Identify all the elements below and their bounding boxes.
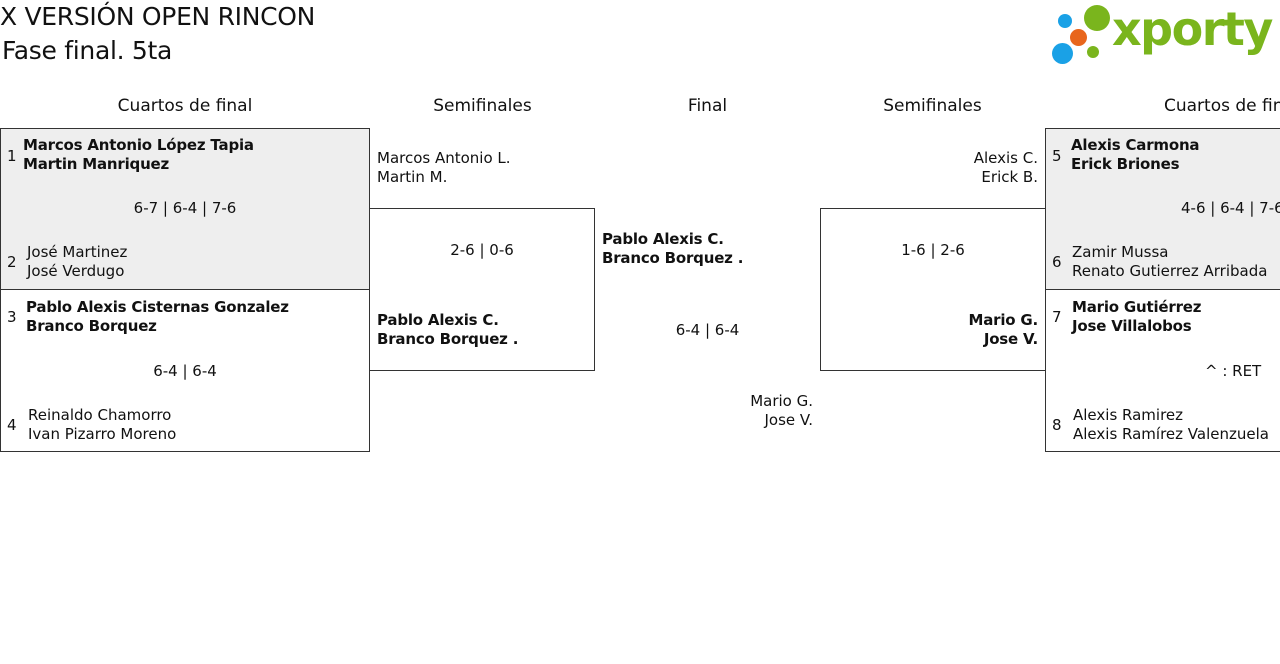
player-name: Martin Manriquez [23,155,170,173]
player-name: Alexis Ramirez [1073,406,1184,424]
quarterfinal-match-2: 3 Pablo Alexis Cisternas Gonzalez Branco… [0,289,370,452]
player-name: Erick B. [981,168,1038,186]
match-score: 2-6 | 0-6 [450,241,514,259]
player-name: Pablo Alexis C. [602,230,724,248]
round-label-left-quarters: Cuartos de final [117,96,253,116]
player-name: Renato Gutierrez Arribada [1072,262,1268,280]
round-label-final: Final [687,96,728,116]
seed-number: 2 [7,253,17,271]
player-name: José Verdugo [27,262,125,280]
semifinal-match-right: 1-6 | 2-6 Mario G. Jose V. [820,208,1046,371]
logo-dot-orange-icon [1070,29,1087,46]
player-name: Marcos Antonio L. [377,149,511,167]
logo-dot-blue-top-icon [1058,14,1072,28]
player-name: Mario G. [968,311,1038,329]
xporty-logo[interactable]: xporty [1050,4,1278,68]
logo-dot-green-small-icon [1087,46,1099,58]
quarterfinal-match-3: 5 Alexis Carmona Erick Briones 4-6 | 6-4… [1045,128,1280,290]
player-name: Alexis Carmona [1071,136,1200,154]
match-score: 6-7 | 6-4 | 7-6 [133,199,237,217]
quarterfinal-match-1: 1 Marcos Antonio López Tapia Martin Manr… [0,128,370,290]
match-score: 6-4 | 6-4 [675,321,740,339]
player-name: Alexis C. [973,149,1038,167]
player-name: Mario Gutiérrez [1072,298,1202,316]
player-name: Pablo Alexis Cisternas Gonzalez [26,298,289,316]
player-name: Ivan Pizarro Moreno [28,425,177,443]
player-name: Reinaldo Chamorro [28,406,172,424]
player-name: Branco Borquez [26,317,157,335]
round-label-right-semis: Semifinales [883,96,982,116]
player-name: Jose V. [764,411,813,429]
page-subtitle: Fase final. 5ta [2,36,173,65]
seed-number: 7 [1052,308,1062,326]
seed-number: 6 [1052,253,1062,271]
player-name: Jose V. [983,330,1038,348]
round-label-right-quarters: Cuartos de final [1164,96,1280,116]
player-name: Erick Briones [1071,155,1180,173]
player-name: Alexis Ramírez Valenzuela [1073,425,1269,443]
match-score: 6-4 | 6-4 [153,362,217,380]
seed-number: 5 [1052,147,1062,165]
player-name: Marcos Antonio López Tapia [23,136,254,154]
player-name: Mario G. [750,392,813,410]
match-score: ^ : RET [1205,362,1262,380]
player-name: Pablo Alexis C. [377,311,499,329]
player-name: Zamir Mussa [1072,243,1169,261]
logo-wordmark: xporty [1112,2,1273,56]
player-name: José Martinez [27,243,128,261]
match-score: 4-6 | 6-4 | 7-6 [1181,199,1280,217]
match-score: 1-6 | 2-6 [901,241,965,259]
seed-number: 1 [7,147,17,165]
seed-number: 4 [7,416,17,434]
logo-dot-green-large-icon [1084,5,1110,31]
player-name: Branco Borquez . [377,330,519,348]
page-title: X VERSIÓN OPEN RINCON [0,2,316,31]
seed-number: 3 [7,308,17,326]
round-label-left-semis: Semifinales [433,96,532,116]
player-name: Martin M. [377,168,448,186]
player-name: Branco Borquez . [602,249,744,267]
logo-dot-blue-large-icon [1052,43,1073,64]
semifinal-match-left: 2-6 | 0-6 Pablo Alexis C. Branco Borquez… [369,208,595,371]
player-name: Jose Villalobos [1072,317,1192,335]
quarterfinal-match-4: 7 Mario Gutiérrez Jose Villalobos ^ : RE… [1045,289,1280,452]
seed-number: 8 [1052,416,1062,434]
